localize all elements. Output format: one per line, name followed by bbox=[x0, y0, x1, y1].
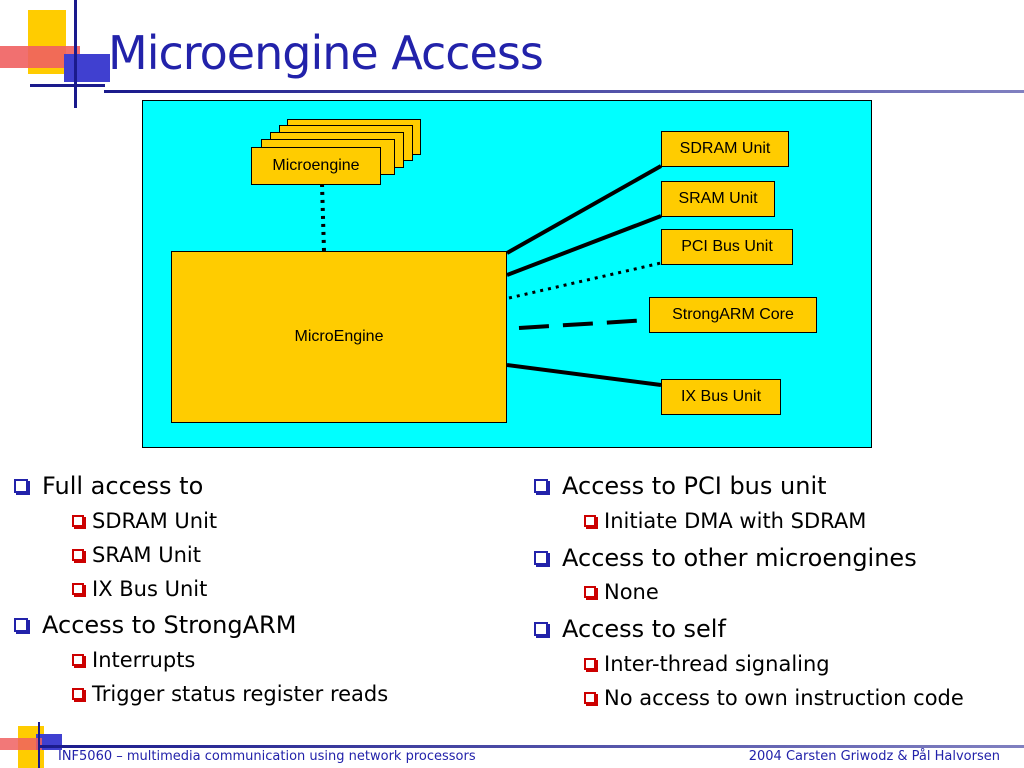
access-diagram: Microengine MicroEngine SDRAM Unit SRAM … bbox=[142, 100, 872, 448]
footer-authors: 2004 Carsten Griwodz & Pål Halvorsen bbox=[748, 749, 1000, 764]
sub-bullet-square-icon bbox=[72, 688, 84, 700]
sub-bullet-text: Initiate DMA with SDRAM bbox=[604, 509, 867, 533]
bullet-access-strongarm: Access to StrongARM bbox=[14, 611, 296, 639]
sdram-unit-box: SDRAM Unit bbox=[661, 131, 789, 167]
diagram-connectors bbox=[320, 164, 662, 387]
microengine-main-box: MicroEngine bbox=[171, 251, 507, 423]
logo-red-block bbox=[0, 46, 80, 68]
bullet-access-other-microengines: Access to other microengines bbox=[534, 544, 917, 572]
sub-bullet-square-icon bbox=[584, 586, 596, 598]
sram-connector bbox=[506, 214, 662, 277]
sub-bullet-interrupts: Interrupts bbox=[72, 648, 195, 672]
ixbus-connector bbox=[506, 363, 662, 387]
sub-bullet-trigger-status: Trigger status register reads bbox=[72, 682, 388, 706]
sub-bullet-text: IX Bus Unit bbox=[92, 577, 208, 601]
pci-bus-unit-box: PCI Bus Unit bbox=[661, 229, 793, 265]
stack-connector bbox=[320, 183, 326, 252]
ix-bus-unit-box: IX Bus Unit bbox=[661, 379, 781, 415]
title-rule bbox=[104, 90, 1024, 93]
footer-course: INF5060 – multimedia communication using… bbox=[58, 749, 476, 764]
footer-rule bbox=[40, 745, 1024, 748]
sdram-connector bbox=[506, 164, 662, 255]
sub-bullet-sdram: SDRAM Unit bbox=[72, 509, 217, 533]
bullet-text: Full access to bbox=[42, 472, 204, 500]
sub-bullet-square-icon bbox=[72, 549, 84, 561]
bullet-full-access: Full access to bbox=[14, 472, 203, 500]
sub-bullet-text: No access to own instruction code bbox=[604, 686, 964, 710]
sub-bullet-square-icon bbox=[584, 515, 596, 527]
bullet-text: Access to StrongARM bbox=[42, 611, 297, 639]
sub-bullet-square-icon bbox=[584, 692, 596, 704]
sub-bullet-square-icon bbox=[72, 583, 84, 595]
logo-blue-block bbox=[64, 54, 110, 82]
sub-bullet-no-own-code: No access to own instruction code bbox=[584, 686, 964, 710]
strongarm-connector bbox=[518, 318, 650, 330]
bullet-square-icon bbox=[14, 479, 28, 493]
sub-bullet-square-icon bbox=[72, 515, 84, 527]
sub-bullet-text: SDRAM Unit bbox=[92, 509, 218, 533]
sub-bullet-sram: SRAM Unit bbox=[72, 543, 201, 567]
sub-bullet-text: Inter-thread signaling bbox=[604, 652, 830, 676]
sub-bullet-initiate-dma: Initiate DMA with SDRAM bbox=[584, 509, 866, 533]
footer-logo-line bbox=[38, 722, 40, 768]
bullet-text: Access to self bbox=[562, 615, 726, 643]
bullet-square-icon bbox=[534, 479, 548, 493]
bullet-access-self: Access to self bbox=[534, 615, 726, 643]
bullet-text: Access to other microengines bbox=[562, 544, 917, 572]
logo-horizontal-line bbox=[30, 84, 105, 87]
bullet-square-icon bbox=[534, 551, 548, 565]
sram-unit-box: SRAM Unit bbox=[661, 181, 775, 217]
bullet-square-icon bbox=[534, 622, 548, 636]
logo-vertical-line bbox=[74, 0, 77, 108]
strongarm-core-box: StrongARM Core bbox=[649, 297, 817, 333]
slide-title: Microengine Access bbox=[108, 26, 544, 80]
pci-connector bbox=[508, 261, 662, 300]
sub-bullet-text: Interrupts bbox=[92, 648, 196, 672]
microengine-stack-front: Microengine bbox=[251, 147, 381, 185]
bullet-square-icon bbox=[14, 618, 28, 632]
bullet-access-pci: Access to PCI bus unit bbox=[534, 472, 827, 500]
sub-bullet-inter-thread: Inter-thread signaling bbox=[584, 652, 830, 676]
sub-bullet-square-icon bbox=[584, 658, 596, 670]
footer-logo-red bbox=[0, 738, 42, 750]
sub-bullet-square-icon bbox=[72, 654, 84, 666]
sub-bullet-none: None bbox=[584, 580, 659, 604]
sub-bullet-text: SRAM Unit bbox=[92, 543, 201, 567]
sub-bullet-text: Trigger status register reads bbox=[92, 682, 389, 706]
sub-bullet-ixbus: IX Bus Unit bbox=[72, 577, 207, 601]
sub-bullet-text: None bbox=[604, 580, 659, 604]
bullet-text: Access to PCI bus unit bbox=[562, 472, 827, 500]
